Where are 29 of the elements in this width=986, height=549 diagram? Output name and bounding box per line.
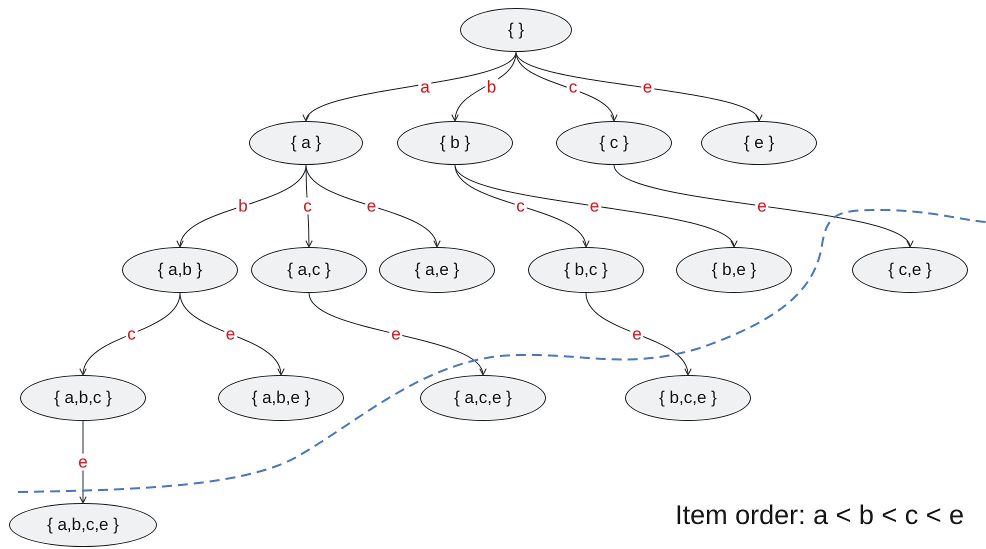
arrow (586, 292, 690, 376)
edge-label: c (301, 198, 314, 214)
itemset-ellipse: { a,b,c } (20, 375, 146, 421)
itemset-ellipse: { a,c } (251, 247, 367, 293)
arrow (178, 164, 306, 248)
itemset-ellipse: { c,e } (852, 247, 968, 293)
edge-label: b (484, 78, 498, 95)
itemset-ellipse: { e } (701, 121, 817, 165)
itemset-ellipse: { a,c,e } (420, 375, 546, 421)
itemset-ellipse: { a } (249, 121, 363, 165)
itemset-ellipse: { c } (556, 121, 672, 165)
edge-label: b (236, 198, 250, 214)
arrow (180, 292, 284, 376)
itemset-ellipse: { b } (397, 121, 513, 165)
arrow (79, 420, 87, 504)
itemset-ellipse: { a,b,e } (218, 375, 344, 421)
arrow (308, 292, 484, 376)
itemset-ellipse: { b,c,e } (625, 375, 751, 421)
itemset-ellipse: { a,b } (122, 247, 238, 293)
itemset-ellipse: { a,b,c,e } (9, 503, 157, 547)
arrow (454, 164, 588, 248)
arrow (516, 52, 616, 122)
arrow (306, 164, 439, 248)
itemset-ellipse: { b,c } (528, 247, 644, 293)
item-order-note: Item order: a < b < c < e (675, 500, 964, 531)
edge-label: e (76, 454, 90, 470)
itemset-ellipse: { } (460, 8, 572, 52)
itemset-ellipse: { b,e } (676, 247, 792, 293)
itemset-ellipse: { a,e } (379, 247, 495, 293)
